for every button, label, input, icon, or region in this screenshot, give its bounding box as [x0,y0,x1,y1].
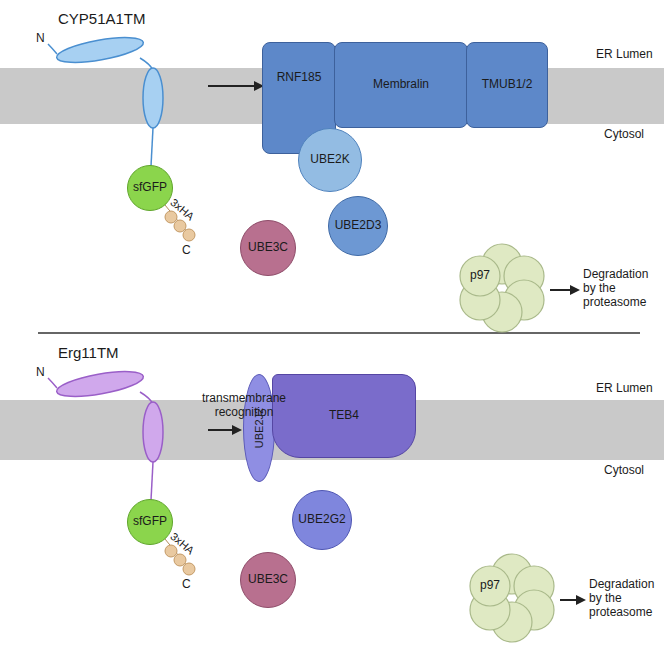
node-text: UBE3C [248,573,288,586]
node-text: sfGFP [133,515,167,528]
arrow [550,289,578,291]
e3-circle: UBE3C [240,552,296,608]
node-text: Membralin [373,78,429,91]
node-text: sfGFP [133,181,167,194]
node-text: p97 [470,269,490,282]
complex-box: TMUB1/2 [466,42,548,128]
gfp-circle: sfGFP [127,499,173,545]
ligase-box: TEB4 [272,374,416,458]
outcome-label: Degradation by the proteasome [589,578,661,619]
e2-circle: UBE2D3 [328,196,388,256]
p97-ring [470,554,554,642]
compartment-label: ER Lumen [596,48,653,62]
terminus-label: N [36,32,45,46]
e2-circle: UBE2K [298,128,362,192]
arrow [208,85,262,87]
node-text: p97 [480,579,500,592]
construct-title: Erg11TM [58,344,119,361]
p97-label-petal: p97 [460,256,500,296]
p97-ring [460,244,544,332]
outcome-label: Degradation by the proteasome [583,268,659,309]
complex-box: Membralin [334,42,468,128]
node-text: UBE2D3 [335,219,382,232]
arrow [208,429,240,431]
node-text: UBE3C [248,241,288,254]
terminus-label: C [182,244,191,258]
construct-title: CYP51A1TM [58,10,146,27]
e2-ellipse: UBE2J2 [243,374,275,482]
node-text: UBE2K [310,153,349,166]
terminus-label: C [182,578,191,592]
e3-circle: UBE3C [240,220,296,276]
terminus-label: N [36,366,45,380]
node-text: TMUB1/2 [482,78,533,91]
node-text: UBE2G2 [298,513,345,526]
arrow [560,599,584,601]
compartment-label: ER Lumen [596,382,653,396]
compartment-label: Cytosol [604,464,644,478]
node-text: TEB4 [329,409,359,422]
p97-label-petal: p97 [470,566,510,606]
gfp-circle: sfGFP [127,165,173,211]
process-label: transmembrane recognition [196,392,292,420]
e2-circle: UBE2G2 [292,490,352,550]
divider [38,332,640,334]
compartment-label: Cytosol [604,128,644,142]
node-text: RNF185 [277,71,322,84]
